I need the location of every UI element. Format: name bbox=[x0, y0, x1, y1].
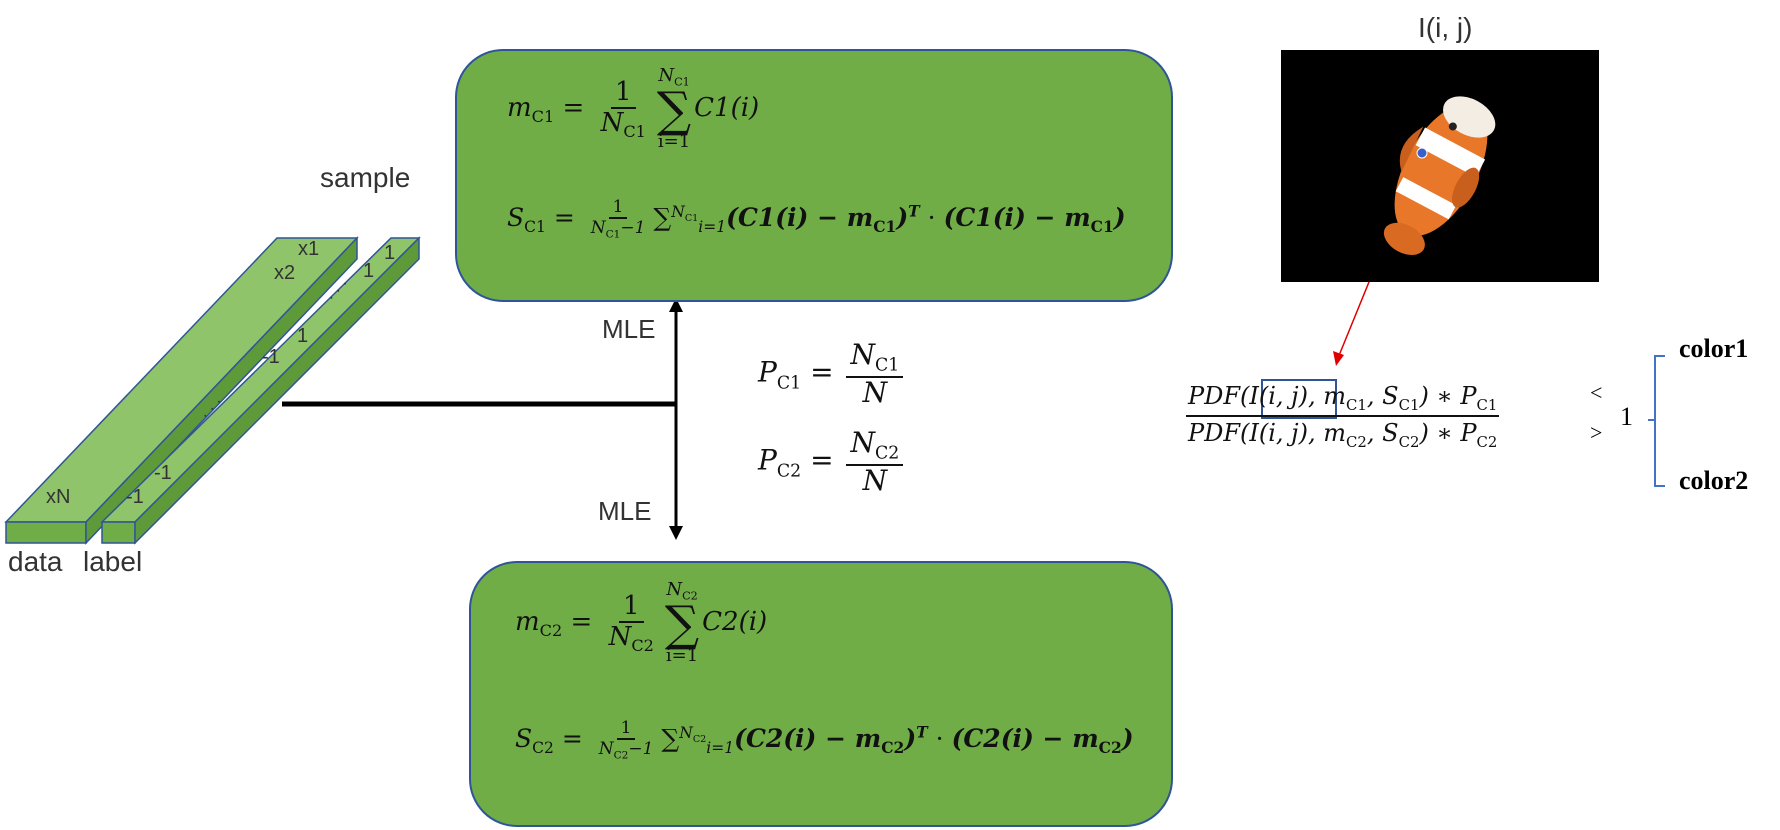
data-xN: xN bbox=[46, 486, 71, 508]
label-top-1b: 1 bbox=[363, 260, 375, 282]
mean-c1-term: C1(i) bbox=[694, 93, 760, 124]
ratio-denominator: PDF(I(i, j), mC2, SC2) ∗ PC2 bbox=[1188, 418, 1498, 451]
arrowhead-down bbox=[669, 526, 683, 540]
clownfish-illustration bbox=[1383, 96, 1496, 255]
mle-top-label: MLE bbox=[602, 314, 656, 344]
less-than-sign: < bbox=[1590, 380, 1603, 405]
data-x1: x1 bbox=[298, 238, 320, 260]
mean-c2-term: C2(i) bbox=[702, 607, 768, 638]
sample-label: sample bbox=[320, 162, 411, 193]
data-bar bbox=[4, 236, 359, 545]
pixel-highlight-box bbox=[1261, 379, 1337, 419]
mle-bottom-label: MLE bbox=[598, 496, 652, 526]
label-label: label bbox=[83, 546, 143, 577]
likelihood-ratio-formula: PDF(I(i, j), mC1, SC1) ∗ PC1 PDF(I(i, j)… bbox=[1186, 380, 1500, 452]
selected-pixel-marker bbox=[1416, 147, 1428, 159]
color1-label: color1 bbox=[1679, 334, 1749, 363]
data-x2: x2 bbox=[274, 262, 296, 284]
pixel-arrowhead bbox=[1333, 351, 1344, 366]
data-label: data bbox=[8, 546, 63, 577]
label-bottom-a: -1 bbox=[154, 462, 172, 484]
decision-bracket bbox=[1648, 355, 1665, 487]
label-top-1a: 1 bbox=[384, 242, 396, 264]
label-top-1c: 1 bbox=[297, 325, 309, 347]
color2-label: color2 bbox=[1679, 466, 1749, 495]
arrowhead-up bbox=[669, 298, 683, 312]
label-bar bbox=[100, 236, 421, 545]
clownfish-image bbox=[1281, 50, 1599, 282]
label-mid: -1 bbox=[262, 346, 280, 368]
label-bottom-b: -1 bbox=[126, 486, 144, 508]
greater-than-sign: > bbox=[1590, 420, 1603, 445]
pixel-title: I(i, j) bbox=[1418, 12, 1473, 43]
threshold-one: 1 bbox=[1620, 402, 1633, 431]
ratio-numerator: PDF(I(i, j), mC1, SC1) ∗ PC1 bbox=[1186, 380, 1500, 417]
